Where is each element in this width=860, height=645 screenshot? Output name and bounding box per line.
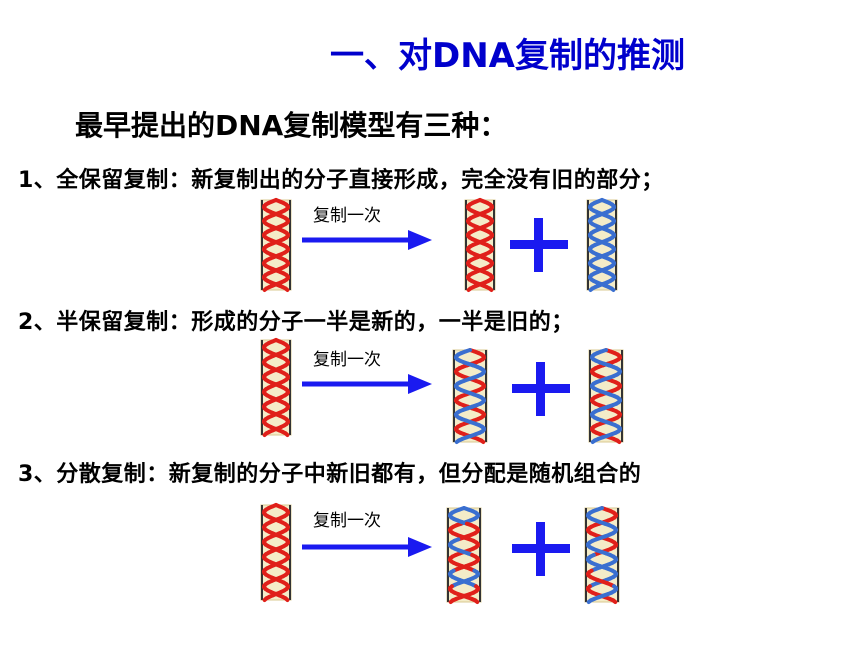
model-2-parent-helix — [260, 338, 292, 437]
model-3-plus-icon — [512, 522, 570, 576]
page-title: 一、对DNA复制的推测 — [330, 36, 685, 76]
model-2-replication-arrow — [302, 374, 432, 394]
intro-text: 最早提出的DNA复制模型有三种： — [75, 109, 508, 142]
model-3-daughter-helix-a — [446, 506, 482, 604]
model-3-description: 3、分散复制：新复制的分子中新旧都有，但分配是随机组合的 — [18, 462, 642, 487]
model-1-parent-helix — [260, 198, 292, 292]
model-3-daughter-helix-b — [584, 506, 620, 604]
model-2-daughter-helix-a — [452, 348, 488, 444]
model-3-arrow-label: 复制一次 — [313, 511, 381, 531]
model-1-daughter-old-helix — [464, 198, 496, 292]
model-3-replication-arrow — [302, 537, 432, 557]
model-1-plus-icon — [510, 218, 568, 272]
model-1-replication-arrow — [302, 230, 432, 250]
model-2-daughter-helix-b — [588, 348, 624, 444]
model-2-description: 2、半保留复制：形成的分子一半是新的，一半是旧的； — [18, 310, 574, 335]
model-3-parent-helix — [260, 503, 292, 602]
model-2-arrow-label: 复制一次 — [313, 350, 381, 370]
model-2-plus-icon — [512, 362, 570, 416]
model-1-description: 1、全保留复制：新复制出的分子直接形成，完全没有旧的部分； — [18, 168, 664, 193]
model-1-daughter-new-helix — [586, 198, 618, 292]
model-1-arrow-label: 复制一次 — [313, 206, 381, 226]
